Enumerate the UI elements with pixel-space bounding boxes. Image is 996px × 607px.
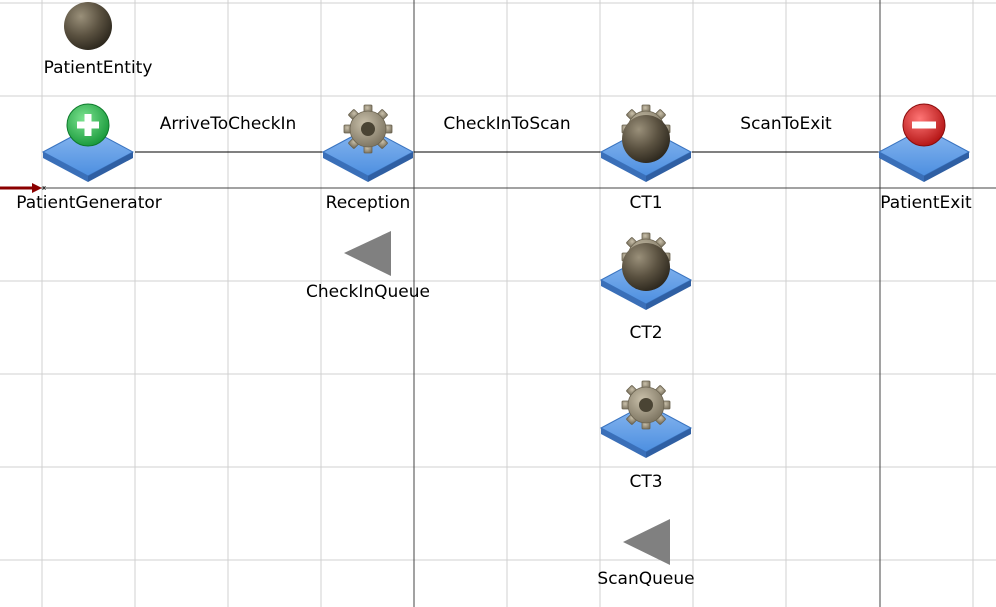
link-label-checkin-to-scan: CheckInToScan (443, 114, 571, 134)
ct3-label: CT3 (629, 472, 663, 492)
link-label-scan-to-exit: ScanToExit (740, 114, 832, 134)
exit-label: PatientExit (880, 193, 972, 213)
ct2-label: CT2 (629, 323, 663, 343)
minus-icon (902, 103, 946, 147)
sphere-entity-icon (622, 243, 670, 291)
reception-label: Reception (325, 193, 411, 213)
generator-node[interactable] (42, 103, 134, 183)
generator-label: PatientGenerator (16, 193, 162, 213)
svg-text:x: x (42, 184, 46, 192)
origin-arrow-icon: x (0, 183, 46, 193)
entity-label: PatientEntity (43, 58, 153, 78)
sphere-entity-icon[interactable] (64, 2, 112, 50)
exit-node[interactable] (878, 103, 970, 183)
scan-queue-triangle-icon[interactable] (623, 519, 670, 565)
plus-icon (66, 103, 110, 147)
checkin-queue-triangle-icon[interactable] (344, 231, 391, 276)
link-label-arrive-to-checkin: ArriveToCheckIn (159, 114, 297, 134)
sphere-entity-icon (622, 115, 670, 163)
scan-queue-label: ScanQueue (597, 569, 695, 589)
gear-icon (343, 104, 393, 154)
ct3-node[interactable] (600, 380, 692, 459)
ct1-node[interactable] (600, 104, 692, 183)
reception-node[interactable] (322, 104, 414, 183)
gear-icon (621, 380, 671, 430)
checkin-queue-label: CheckInQueue (306, 282, 430, 302)
ct2-node[interactable] (600, 232, 692, 311)
ct1-label: CT1 (629, 193, 663, 213)
